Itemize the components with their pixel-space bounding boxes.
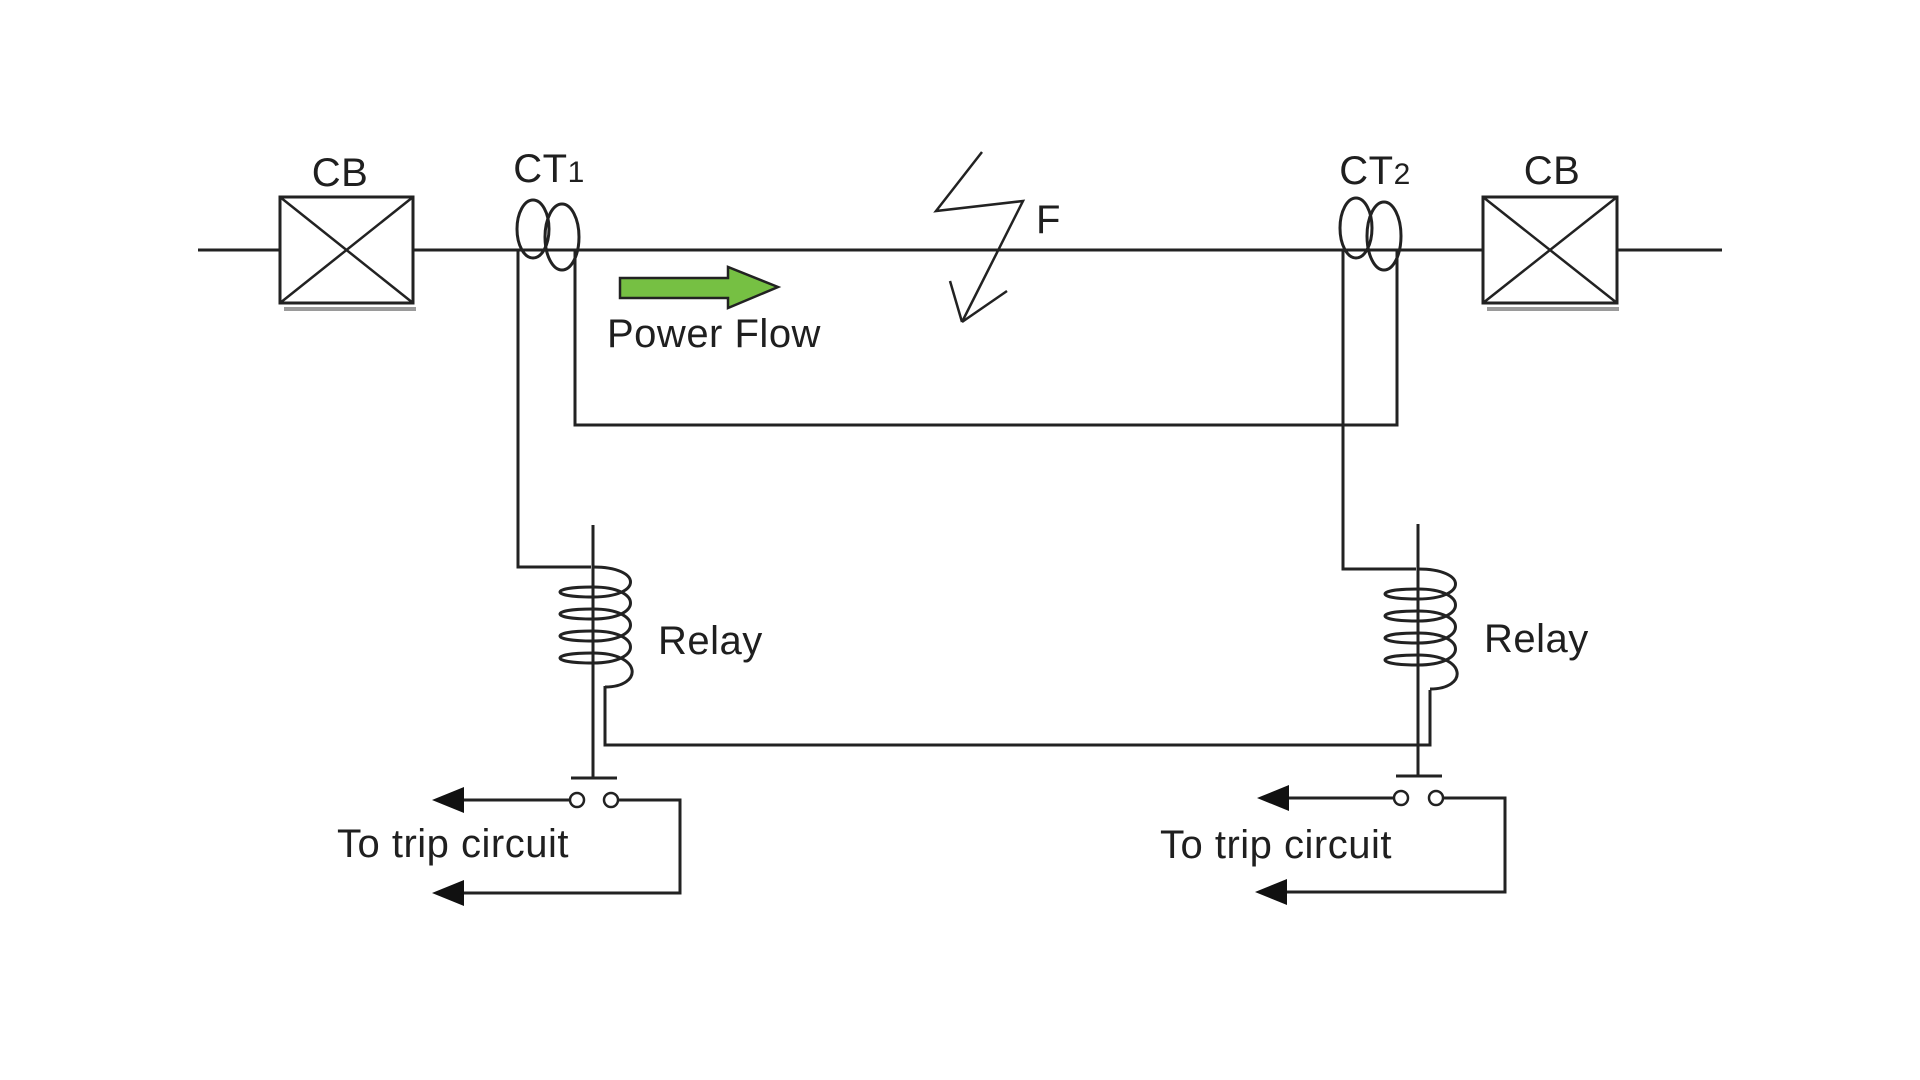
contact-left-point-1 (568, 791, 586, 809)
relay-right-label: Relay (1484, 617, 1589, 661)
relay-left: Relay (558, 525, 763, 777)
relay-left-label: Relay (658, 619, 763, 663)
cb-right-diagonal-2 (1482, 196, 1618, 304)
cb-left-diagonal-2 (279, 196, 414, 304)
ct2-secondary-wire-to-relay (1341, 250, 1416, 571)
relay-interconnect-wire (603, 686, 1432, 747)
ct1-loop-2 (543, 202, 581, 272)
trip-left-upper-arrow-icon (432, 787, 464, 813)
trip-left-lower-arrow-icon (432, 880, 464, 906)
power-flow: Power Flow (607, 265, 821, 356)
trip-left-lower-wire (446, 798, 682, 895)
trip-right-label: To trip circuit (1160, 823, 1392, 867)
ct1-label: CT1 (513, 147, 585, 191)
ct1-label-subscript: 1 (568, 156, 585, 189)
ct1-secondary-wire-to-relay (516, 250, 591, 569)
circuit-breaker-left: CB (278, 151, 416, 311)
trip-contact-right: To trip circuit (1160, 774, 1507, 905)
contact-right-point-1 (1392, 789, 1410, 807)
fault-label: F (1036, 198, 1061, 242)
ct-secondary-wiring (516, 250, 1432, 747)
fault-lightning-icon (933, 151, 1026, 323)
ct2-loop-1 (1338, 196, 1374, 260)
current-transformer-1: CT1 (513, 147, 585, 272)
cb-right-label: CB (1524, 149, 1581, 193)
ct2-label-subscript: 2 (1394, 158, 1411, 191)
power-flow-label: Power Flow (607, 312, 821, 356)
relay-left-coil (558, 565, 634, 689)
fault-symbol: F (933, 151, 1061, 324)
contact-left-point-2 (602, 791, 620, 809)
relay-right-coil (1383, 567, 1459, 691)
ct1-label-prefix: CT (513, 147, 567, 191)
cb-left-label: CB (312, 151, 369, 195)
contact-right-point-2 (1427, 789, 1445, 807)
ct1-loop-1 (515, 198, 551, 260)
trip-right-lower-arrow-icon (1255, 879, 1287, 905)
power-flow-arrow-icon (618, 265, 782, 310)
fault-arrow-barb-right (961, 289, 1008, 324)
ct-secondary-link-wire (573, 250, 1399, 427)
trip-contact-left: To trip circuit (337, 776, 682, 906)
ct2-loop-2 (1365, 200, 1403, 272)
current-transformer-2: CT2 (1338, 149, 1411, 272)
circuit-breaker-right: CB (1481, 149, 1619, 311)
trip-left-label: To trip circuit (337, 822, 569, 866)
trip-right-lower-wire (1269, 796, 1507, 894)
relay-right: Relay (1383, 524, 1589, 776)
fault-arrow-barb-left (948, 280, 964, 323)
ct2-label: CT2 (1339, 149, 1411, 193)
ct2-label-prefix: CT (1339, 149, 1393, 193)
trip-right-upper-arrow-icon (1257, 785, 1289, 811)
